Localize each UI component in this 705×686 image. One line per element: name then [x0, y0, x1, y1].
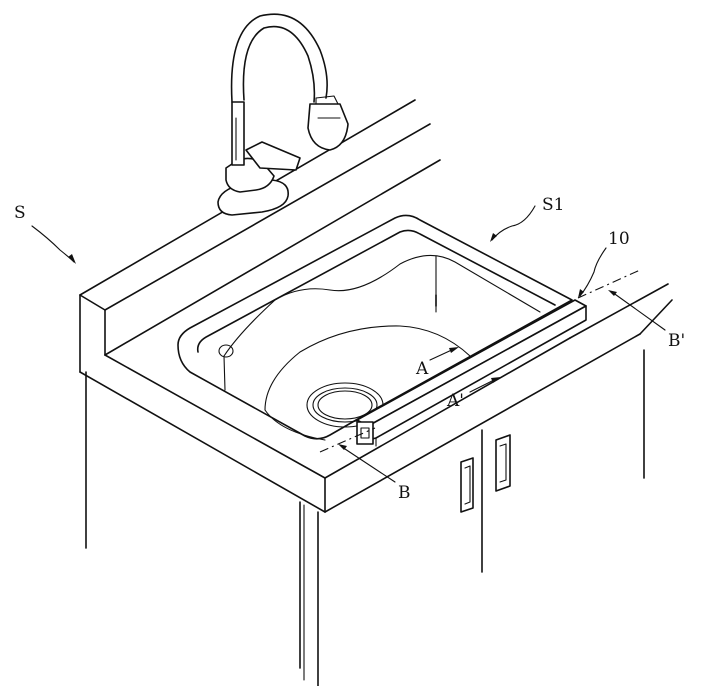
- component-10-bar: [356, 299, 587, 447]
- leader-s: [31, 225, 75, 263]
- faucet-hole-icon: [218, 344, 234, 358]
- label-s: S: [14, 203, 26, 223]
- leader-s1: [491, 205, 536, 241]
- label-b: B: [398, 483, 411, 503]
- labels: S S1 10 A A' B B': [14, 195, 685, 503]
- label-10: 10: [608, 229, 630, 249]
- label-b-prime: B': [668, 331, 685, 351]
- cabinet: [85, 349, 645, 686]
- label-s1: S1: [542, 195, 564, 215]
- bar-end-cap: [356, 421, 374, 445]
- label-a-prime: A': [446, 391, 464, 411]
- label-a: A: [415, 359, 429, 379]
- countertop: [79, 99, 673, 513]
- leader-b-prime: [611, 291, 666, 331]
- cabinet-handles: [460, 434, 511, 513]
- leader-lines: [31, 205, 666, 483]
- left-handle-icon: [460, 457, 474, 513]
- right-handle-icon: [495, 434, 511, 492]
- leader-b: [341, 446, 396, 483]
- leader-10: [579, 247, 607, 297]
- faucet-icon: [217, 13, 349, 216]
